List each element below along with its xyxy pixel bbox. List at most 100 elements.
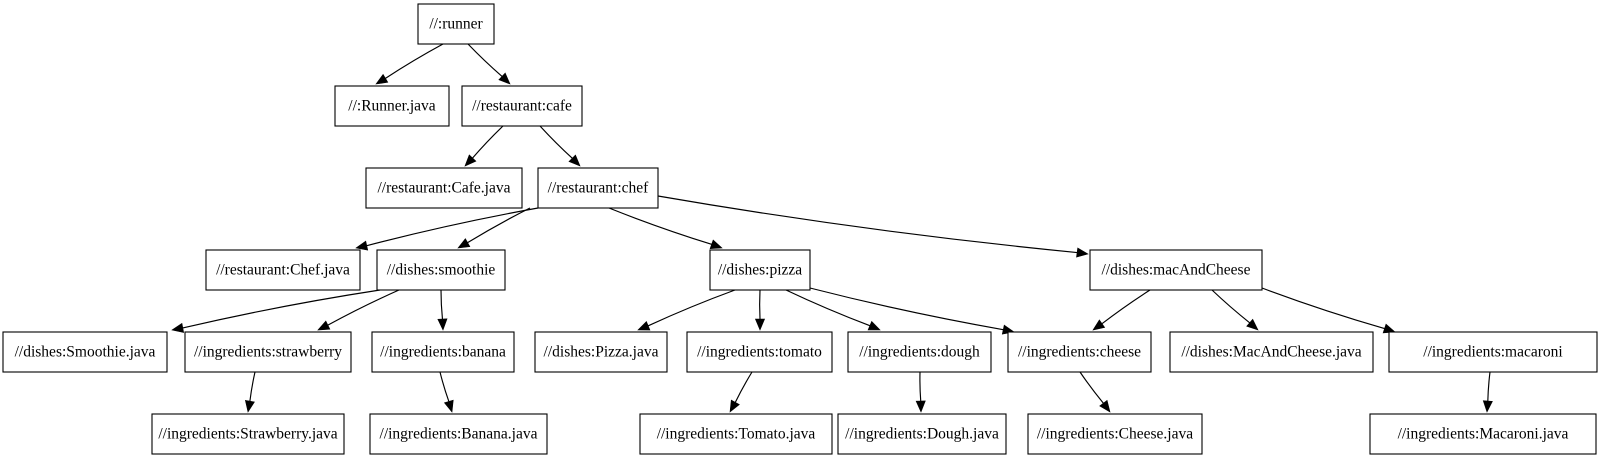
graph-node-dishes-pizza[interactable]: //dishes:pizza <box>709 249 811 291</box>
edge-arrowhead-icon <box>464 154 477 167</box>
graph-node-ing-banana[interactable]: //ingredients:banana <box>371 331 515 373</box>
edge-line <box>366 207 539 247</box>
node-layer: //:runner //:Runner.java //restaurant:cafe… <box>2 3 1598 455</box>
node-label: //ingredients:banana <box>380 344 506 361</box>
graph-edge <box>439 371 454 413</box>
graph-node-restaurant-cafe[interactable]: //restaurant:cafe <box>461 85 583 127</box>
edge-line <box>539 125 573 159</box>
graph-node-dishes-macandcheese-java[interactable]: //dishes:MacAndCheese.java <box>1169 331 1374 373</box>
edge-arrowhead-icon <box>457 238 471 249</box>
graph-node-restaurant-chef-java[interactable]: //restaurant:Chef.java <box>205 249 361 291</box>
edge-arrowhead-icon <box>1482 400 1493 413</box>
node-box[interactable] <box>151 413 345 455</box>
node-label: //restaurant:cafe <box>472 98 572 115</box>
node-box[interactable] <box>2 331 168 373</box>
node-box[interactable] <box>334 85 450 127</box>
graph-node-dishes-pizza-java[interactable]: //dishes:Pizza.java <box>534 331 668 373</box>
node-label: //ingredients:Strawberry.java <box>158 426 337 443</box>
node-box[interactable] <box>837 413 1007 455</box>
edge-arrowhead-icon <box>709 239 723 249</box>
graph-node-dishes-macandcheese[interactable]: //dishes:macAndCheese <box>1089 249 1263 291</box>
graph-node-ing-macaroni-java[interactable]: //ingredients:Macaroni.java <box>1369 413 1597 455</box>
node-box[interactable] <box>537 167 659 209</box>
edge-line <box>467 43 503 77</box>
graph-node-ing-dough-java[interactable]: //ingredients:Dough.java <box>837 413 1007 455</box>
node-box[interactable] <box>1169 331 1374 373</box>
graph-node-restaurant-chef[interactable]: //restaurant:chef <box>537 167 659 209</box>
node-label: //dishes:macAndCheese <box>1102 262 1251 279</box>
node-box[interactable] <box>417 3 495 45</box>
node-box[interactable] <box>686 331 833 373</box>
edge-arrowhead-icon <box>1246 318 1259 331</box>
graph-node-restaurant-cafe-java[interactable]: //restaurant:Cafe.java <box>365 167 523 209</box>
node-label: //restaurant:Chef.java <box>216 262 350 279</box>
node-box[interactable] <box>376 249 506 291</box>
graph-node-ing-dough[interactable]: //ingredients:dough <box>847 331 992 373</box>
edge-line <box>785 289 871 327</box>
edge-arrowhead-icon <box>443 399 454 413</box>
graph-edge <box>375 43 444 85</box>
node-box[interactable] <box>1369 413 1597 455</box>
graph-edge <box>1092 289 1151 331</box>
graph-node-ing-tomato[interactable]: //ingredients:tomato <box>686 331 833 373</box>
graph-edge <box>317 289 400 331</box>
node-box[interactable] <box>639 413 833 455</box>
graph-node-ing-banana-java[interactable]: //ingredients:Banana.java <box>369 413 548 455</box>
node-box[interactable] <box>461 85 583 127</box>
edge-layer <box>171 43 1493 413</box>
node-box[interactable] <box>534 331 668 373</box>
graph-edge <box>171 289 381 333</box>
edge-line <box>182 289 381 329</box>
node-label: //ingredients:macaroni <box>1423 344 1563 361</box>
edge-arrowhead-icon <box>915 400 926 413</box>
node-box[interactable] <box>847 331 992 373</box>
node-box[interactable] <box>369 413 548 455</box>
edge-line <box>1261 287 1385 330</box>
node-box[interactable] <box>1007 331 1152 373</box>
graph-node-runner-java[interactable]: //:Runner.java <box>334 85 450 127</box>
graph-node-ing-cheese-java[interactable]: //ingredients:Cheese.java <box>1027 413 1203 455</box>
edge-line <box>1079 371 1104 404</box>
edge-arrowhead-icon <box>1076 247 1089 258</box>
edge-line <box>467 207 531 244</box>
graph-edge <box>539 125 581 167</box>
node-label: //dishes:Smoothie.java <box>15 344 156 361</box>
edge-arrowhead-icon <box>1099 399 1111 413</box>
node-label: //dishes:pizza <box>718 262 802 279</box>
edge-line <box>657 195 1078 254</box>
node-label: //dishes:MacAndCheese.java <box>1181 344 1361 361</box>
node-label: //ingredients:Dough.java <box>845 426 999 443</box>
graph-node-ing-macaroni[interactable]: //ingredients:macaroni <box>1388 331 1598 373</box>
node-box[interactable] <box>1089 249 1263 291</box>
edge-arrowhead-icon <box>355 240 369 251</box>
edge-arrowhead-icon <box>867 320 881 331</box>
node-label: //dishes:smoothie <box>387 262 496 279</box>
graph-node-ing-strawberry[interactable]: //ingredients:strawberry <box>184 331 352 373</box>
graph-edge <box>1079 371 1111 413</box>
graph-node-dishes-smoothie[interactable]: //dishes:smoothie <box>376 249 506 291</box>
edge-arrowhead-icon <box>437 318 448 331</box>
graph-edge <box>637 289 736 331</box>
node-box[interactable] <box>371 331 515 373</box>
graph-edge <box>809 287 1015 335</box>
graph-edge <box>355 207 539 251</box>
node-label: //ingredients:tomato <box>697 344 822 361</box>
graph-edge <box>785 289 881 331</box>
edge-line <box>440 289 444 320</box>
graph-node-ing-strawberry-java[interactable]: //ingredients:Strawberry.java <box>151 413 345 455</box>
node-box[interactable] <box>709 249 811 291</box>
edge-line <box>249 371 256 402</box>
node-box[interactable] <box>1388 331 1598 373</box>
graph-node-ing-tomato-java[interactable]: //ingredients:Tomato.java <box>639 413 833 455</box>
node-box[interactable] <box>365 167 523 209</box>
node-box[interactable] <box>205 249 361 291</box>
graph-node-ing-cheese[interactable]: //ingredients:cheese <box>1007 331 1152 373</box>
node-label: //ingredients:cheese <box>1018 344 1141 361</box>
graph-node-runner[interactable]: //:runner <box>417 3 495 45</box>
graph-edge <box>754 289 766 331</box>
node-box[interactable] <box>1027 413 1203 455</box>
graph-node-dishes-smoothie-java[interactable]: //dishes:Smoothie.java <box>2 331 168 373</box>
edge-line <box>1101 289 1151 325</box>
node-box[interactable] <box>184 331 352 373</box>
